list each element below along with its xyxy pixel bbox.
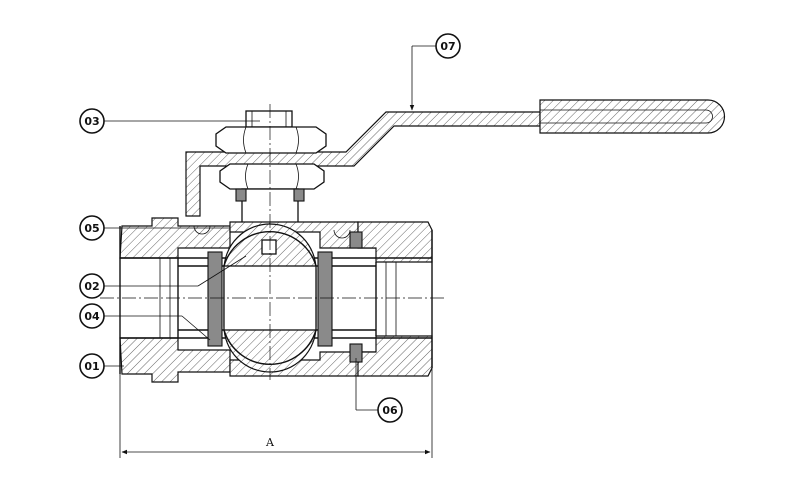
dimension-label-a: A [265, 436, 275, 449]
callout-04: 04 [79, 303, 105, 329]
svg-text:06: 06 [382, 404, 398, 417]
center-lines [100, 104, 446, 380]
callout-01: 01 [79, 353, 105, 379]
svg-text:05: 05 [84, 222, 99, 235]
stem-nut-assembly [215, 110, 327, 231]
callout-leaders [104, 45, 436, 411]
svg-text:01: 01 [84, 360, 99, 373]
callout-05: 05 [79, 215, 105, 241]
svg-text:04: 04 [84, 310, 100, 323]
seat-rings [207, 231, 363, 363]
overall-length-dimension: A [119, 368, 433, 458]
svg-text:02: 02 [84, 280, 99, 293]
svg-text:03: 03 [84, 115, 99, 128]
callout-07: 07 [435, 33, 461, 59]
callout-02: 02 [79, 273, 105, 299]
callout-06: 06 [377, 397, 403, 423]
callout-03: 03 [79, 108, 105, 134]
svg-text:07: 07 [440, 40, 455, 53]
